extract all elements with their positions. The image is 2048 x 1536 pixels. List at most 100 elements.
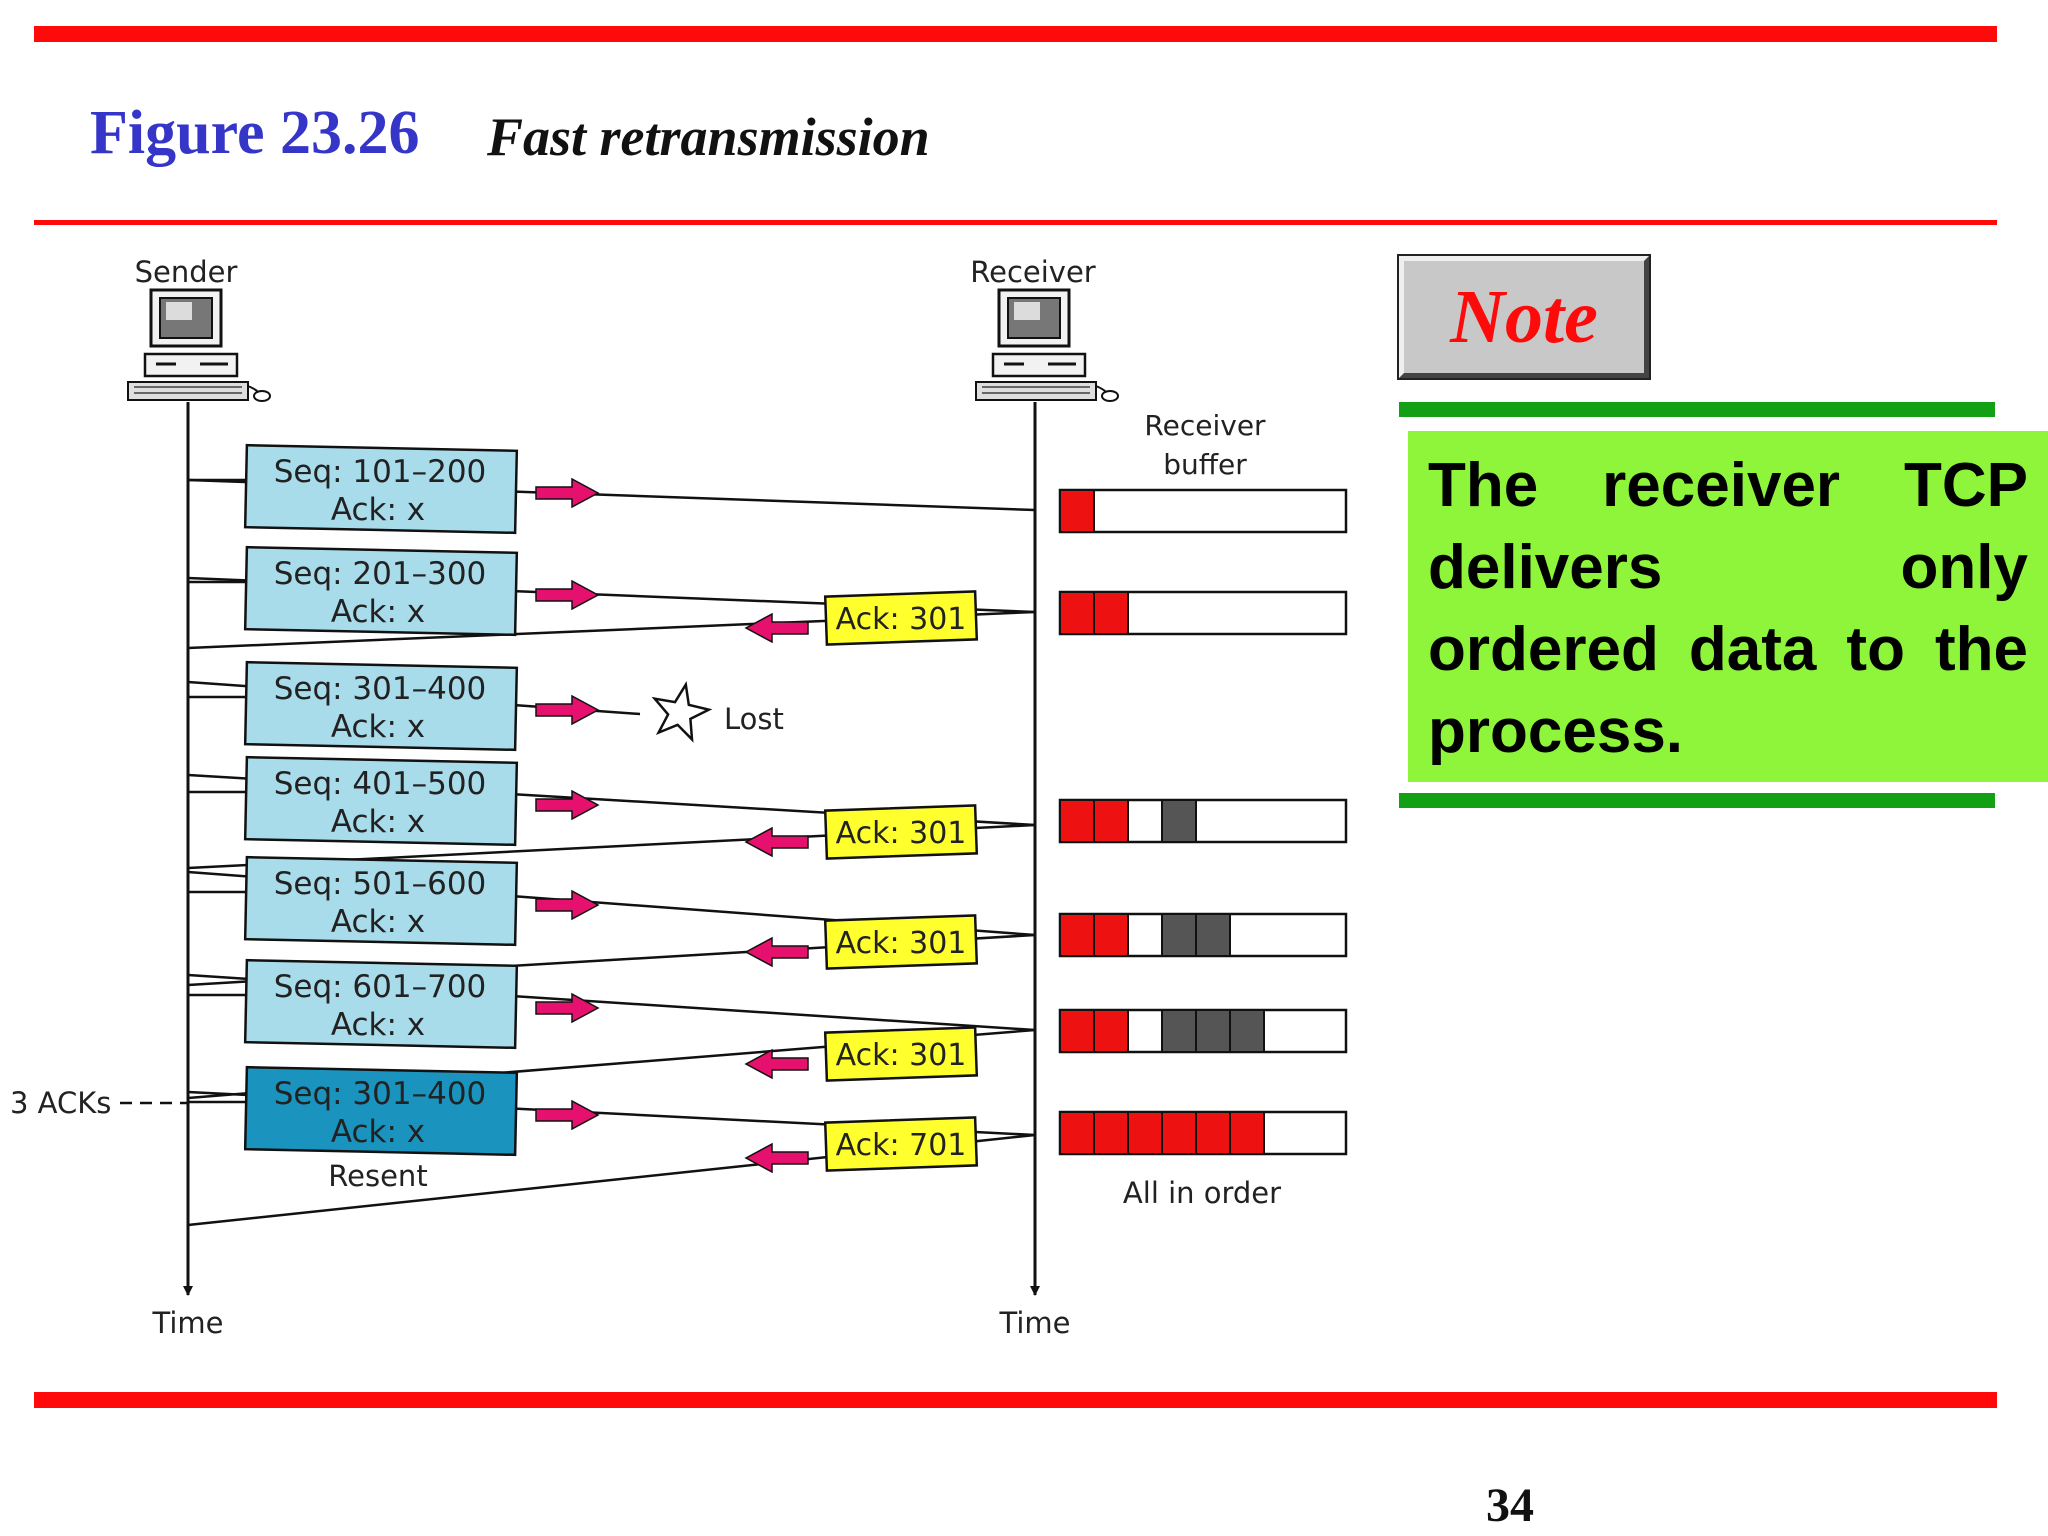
buffer-cell-delivered <box>1229 1111 1265 1155</box>
resent-label: Resent <box>328 1159 427 1193</box>
ack-packet: Ack: 301 <box>744 1026 979 1082</box>
receiver-buffer <box>1058 912 1348 958</box>
ack-label: Ack: 301 <box>836 1038 967 1073</box>
segment-box <box>243 443 519 535</box>
buffer-cell-delivered <box>1059 1111 1095 1155</box>
receiver-buffer <box>1058 488 1348 534</box>
right-arrow-icon <box>535 1099 600 1131</box>
title-underline-rule <box>34 220 1997 225</box>
left-arrow-icon <box>744 826 809 858</box>
right-arrow-icon <box>535 889 600 921</box>
ack-packet: Ack: 301 <box>744 804 979 860</box>
segment-ack: Ack: x <box>331 1114 425 1150</box>
sender-computer-icon <box>127 288 271 402</box>
buffer-cell-delivered <box>1161 1111 1197 1155</box>
top-red-rule <box>34 26 1997 42</box>
buffer-cell-delivered <box>1093 1111 1129 1155</box>
page-number: 34 <box>1486 1479 1534 1532</box>
segment-seq: Seq: 101–200 <box>274 454 487 490</box>
all-in-order-label: All in order <box>1123 1176 1281 1210</box>
segment-box <box>243 958 519 1050</box>
receiver-buffer <box>1058 1008 1348 1054</box>
note-text: The receiver TCP delivers only ordered d… <box>1408 431 2048 782</box>
segment-seq: Seq: 601–700 <box>274 969 487 1005</box>
right-arrow-icon <box>535 477 600 509</box>
right-arrow-icon <box>535 789 600 821</box>
segment-ack: Ack: x <box>331 804 425 840</box>
buffer-cell-delivered <box>1093 591 1129 635</box>
buffer-cell-out-of-order <box>1195 1009 1231 1053</box>
buffer-cell-delivered <box>1093 913 1129 957</box>
figure-number: Figure 23.26 <box>90 99 420 167</box>
bottom-red-rule <box>34 1392 1997 1408</box>
buffer-cell-delivered <box>1059 913 1095 957</box>
segment-ack: Ack: x <box>331 594 425 630</box>
segment-box <box>243 660 519 752</box>
sender-label: Sender <box>135 255 238 289</box>
segment-box <box>243 755 519 847</box>
lost-label: Lost <box>724 702 784 736</box>
receiver-computer-icon <box>975 288 1119 402</box>
buffers-layer <box>1058 488 1348 1156</box>
ack-packet: Ack: 301 <box>744 914 979 970</box>
ack-box <box>823 914 979 970</box>
three-acks-label: 3 ACKs <box>10 1086 111 1120</box>
buffer-cell-out-of-order <box>1195 913 1231 957</box>
right-arrow-icon <box>535 694 600 726</box>
figure-caption: Fast retransmission <box>487 107 930 167</box>
ack-label: Ack: 301 <box>836 816 967 851</box>
buffer-cell-delivered <box>1127 1111 1163 1155</box>
note-label: Note <box>1450 275 1598 359</box>
buffer-cell-delivered <box>1093 799 1129 843</box>
right-arrow-icon <box>535 579 600 611</box>
receiver-buffer <box>1058 1110 1348 1156</box>
buffer-cell-delivered <box>1195 1111 1231 1155</box>
left-arrow-icon <box>744 612 809 644</box>
fast-retransmission-diagram: Sender Receiver Time Time Receiver buffe… <box>10 255 1348 1340</box>
segment-ack: Ack: x <box>331 1007 425 1043</box>
lost-star-icon <box>651 681 713 743</box>
sender-time-label: Time <box>152 1306 224 1340</box>
ack-packet: Ack: 701 <box>744 1116 979 1174</box>
ack-label: Ack: 701 <box>836 1128 967 1163</box>
segment-box <box>243 1065 519 1157</box>
buffer-cell-delivered <box>1059 799 1095 843</box>
note-bottom-rule <box>1399 793 1995 808</box>
note-badge: Note <box>1397 254 1651 380</box>
segment-box <box>243 545 519 637</box>
segment-box <box>243 855 519 947</box>
buffer-cell-delivered <box>1059 591 1095 635</box>
segment-seq: Seq: 301–400 <box>274 671 487 707</box>
segment-seq: Seq: 501–600 <box>274 866 487 902</box>
receiver-buffer <box>1058 798 1348 844</box>
segment-ack: Ack: x <box>331 492 425 528</box>
receiver-buffer-label-line2: buffer <box>1163 448 1247 481</box>
segment-seq: Seq: 301–400 <box>274 1076 487 1112</box>
left-arrow-icon <box>744 936 809 968</box>
note-top-rule <box>1399 402 1995 417</box>
ack-packet: Ack: 301 <box>744 590 979 646</box>
buffer-cell-out-of-order <box>1229 1009 1265 1053</box>
receiver-label: Receiver <box>970 255 1096 289</box>
buffer-cell-delivered <box>1059 489 1095 533</box>
buffer-cell-delivered <box>1059 1009 1095 1053</box>
ack-box <box>823 1116 979 1172</box>
ack-box <box>823 590 979 646</box>
ack-label: Ack: 301 <box>836 926 967 961</box>
buffer-cell-out-of-order <box>1161 1009 1197 1053</box>
segment-ack: Ack: x <box>331 904 425 940</box>
segment-seq: Seq: 201–300 <box>274 556 487 592</box>
receiver-buffer <box>1058 590 1348 636</box>
right-arrow-icon <box>535 992 600 1024</box>
buffer-outline <box>1058 488 1348 534</box>
left-arrow-icon <box>744 1142 809 1174</box>
buffer-cell-out-of-order <box>1161 799 1197 843</box>
